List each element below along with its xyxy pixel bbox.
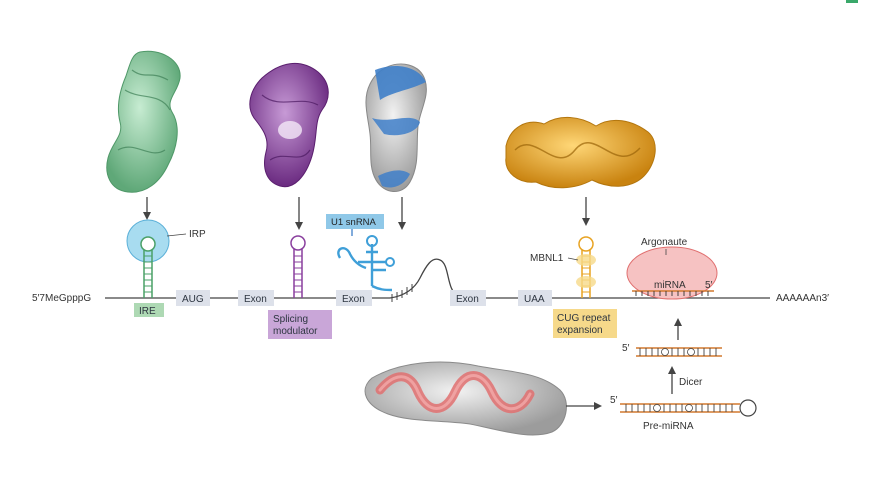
mbnl1-blob-1 bbox=[576, 254, 596, 266]
exon1-box bbox=[238, 290, 274, 306]
exon2-box bbox=[336, 290, 372, 306]
mbnl1-blob-2 bbox=[576, 276, 596, 288]
splicing-modulator-structure bbox=[249, 62, 329, 188]
five-prime-label-2: 5′ bbox=[610, 395, 618, 406]
five-prime-label-1: 5′ bbox=[622, 343, 630, 354]
iron-regulatory-protein-structure bbox=[106, 50, 181, 193]
mirna-5p-label: 5′ bbox=[705, 280, 713, 291]
splicing-label-2: modulator bbox=[273, 326, 318, 337]
argonaute-label: Argonaute bbox=[641, 237, 688, 248]
exon3-label: Exon bbox=[456, 294, 479, 305]
mirna-label: miRNA bbox=[654, 280, 686, 291]
uaa-label: UAA bbox=[524, 294, 545, 305]
uaa-box bbox=[518, 290, 552, 306]
ire-label-box bbox=[134, 303, 164, 317]
exon3-box bbox=[450, 290, 486, 306]
dicer-label: Dicer bbox=[679, 377, 703, 388]
mirna-duplex-small bbox=[636, 347, 722, 357]
corner-mark bbox=[846, 0, 858, 3]
mbnl1-label: MBNL1 bbox=[530, 253, 564, 264]
irp-label: IRP bbox=[189, 229, 206, 240]
u1-label-box bbox=[326, 214, 384, 229]
u1-snrna-structure bbox=[365, 63, 427, 192]
pre-mirna-label: Pre-miRNA bbox=[643, 421, 694, 432]
exon1-label: Exon bbox=[244, 294, 267, 305]
u1-label: U1 snRNA bbox=[331, 217, 377, 228]
mirna-duplex-structure bbox=[364, 361, 567, 436]
splicing-label-1: Splicing bbox=[273, 314, 308, 325]
cug-label-2: expansion bbox=[557, 325, 603, 336]
argonaute-group bbox=[626, 246, 718, 300]
splicing-hairpin bbox=[268, 235, 332, 339]
exon2-label: Exon bbox=[342, 294, 365, 305]
polya-label: AAAAAAn3′ bbox=[776, 293, 829, 304]
ire-label: IRE bbox=[139, 306, 156, 317]
cap-label: 5′7MeGpppG bbox=[32, 293, 91, 304]
aug-label: AUG bbox=[182, 294, 204, 305]
u1-snrna-shape bbox=[326, 214, 395, 292]
splicing-label-box bbox=[268, 310, 332, 339]
cug-label-box bbox=[553, 309, 617, 338]
mbnl1-structure bbox=[505, 117, 656, 189]
cug-hairpin bbox=[553, 236, 617, 338]
aug-box bbox=[176, 290, 210, 306]
ire-irp-group bbox=[126, 219, 187, 317]
argonaute-ellipse bbox=[626, 246, 718, 300]
pre-mirna-hairpin bbox=[620, 399, 757, 417]
cug-label-1: CUG repeat bbox=[557, 313, 611, 324]
